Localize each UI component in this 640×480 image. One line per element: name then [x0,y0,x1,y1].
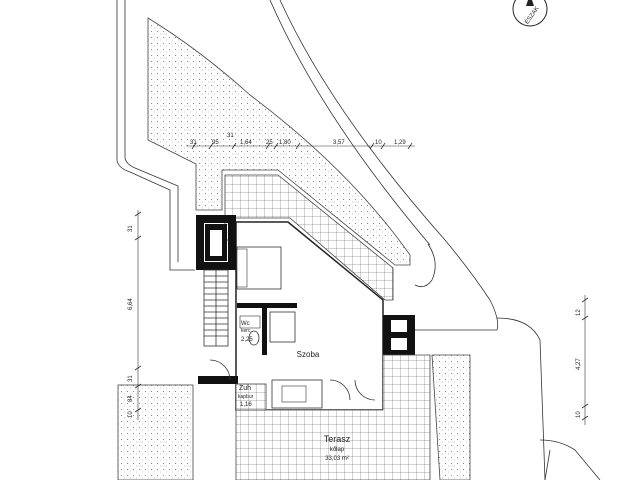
garden-strip-right [431,354,471,480]
dimension-line-left: 31 6,64 31 84 10 [128,210,142,420]
door-swing-west [209,359,231,381]
wall-sw [198,376,238,384]
north-compass: ÉSZAK [512,0,548,27]
dim-left-5: 10 [128,411,134,418]
compass-label: ÉSZAK [524,5,541,25]
dim-right-2: 4,27 [576,358,582,370]
room-label-terasz-area: 33,03 m² [325,456,349,462]
door-swing-south-2 [354,379,376,401]
wc-fixtures [239,311,296,346]
storage-tiles [235,383,267,411]
kitchenette [271,379,323,409]
bed [236,246,282,290]
garden-strip-left [117,384,194,480]
room-label-wc: Wc [241,321,250,327]
dim-top-3: 1,64 [240,140,252,146]
dim-top-6: 3,57 [333,140,345,146]
room-label-kamra-finish: kapbur [238,394,254,400]
room-label-terasz: Terasz [324,434,351,444]
dim-top-7: 10 [375,140,382,146]
dim-left-2: 6,64 [128,298,134,310]
dim-right-1: 12 [576,309,582,316]
door-swing-south [329,379,351,401]
dim-top-5: 1,80 [279,140,291,146]
wall-w-upper [196,215,204,270]
room-label-terasz-finish: kőlap [330,447,345,453]
dim-top-8: 1,29 [394,140,406,146]
wall-bath-side [262,305,267,355]
dim-top-1: 31 [190,140,197,146]
wall-w-upper-inner [228,215,236,270]
room-label-wc-finish: kerc. [241,328,252,334]
dim-top-2: 95 [212,140,219,146]
site-outline [116,0,601,480]
dim-top-4: 25 [266,140,273,146]
dim-left-3: 31 [128,375,134,382]
column-nw-void [210,230,222,256]
staircase [203,269,229,347]
room-label-szoba: Szoba [297,350,320,359]
column-east-void-1 [391,320,407,332]
wall-n-stair [196,262,236,270]
dimension-line-top: 31 95 1,64 25 1,80 3,57 10 1,29 31 [186,133,415,150]
dim-left-1: 31 [128,225,134,232]
dimension-line-right: 12 4,27 10 [576,295,589,425]
wall-nw [196,215,236,223]
garden-strip-top [147,17,411,266]
dim-right-3: 10 [576,411,582,418]
room-label-kamra: Zuh [239,385,251,392]
dim-top-upper: 31 [227,133,234,139]
terrace-tiles [235,354,431,480]
dim-left-4: 84 [128,395,134,402]
column-east-void-2 [391,338,407,350]
room-label-kamra-area: 1,16 [240,402,252,408]
room-label-wc-area: 2,25 [241,337,253,343]
